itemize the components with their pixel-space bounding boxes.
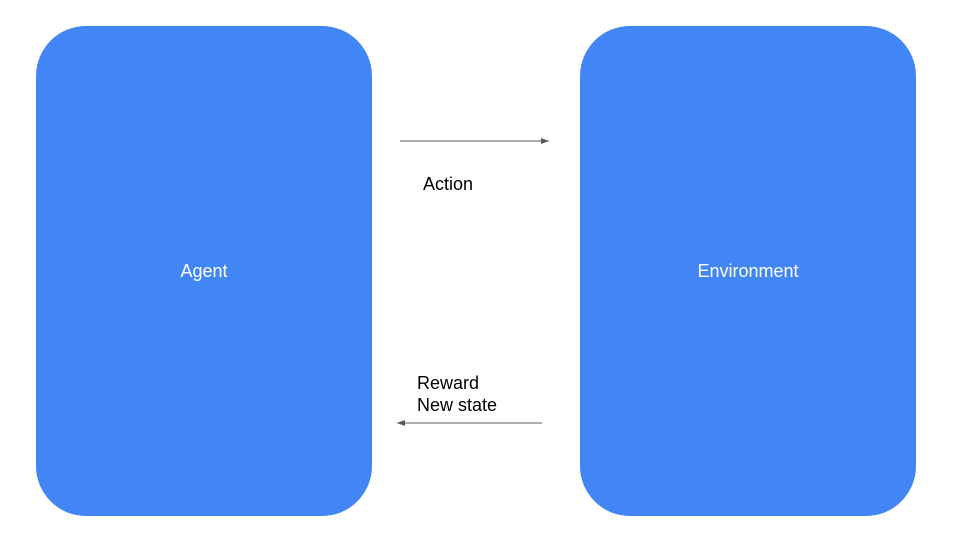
feedback-edge-label: Reward New state <box>417 372 497 416</box>
action-edge-label: Action <box>423 173 473 195</box>
reward-text: Reward <box>417 373 480 393</box>
agent-node: Agent <box>36 26 372 516</box>
action-text: Action <box>423 174 474 194</box>
environment-label: Environment <box>697 260 799 281</box>
agent-label: Agent <box>180 260 228 281</box>
environment-node: Environment <box>580 26 916 516</box>
new-state-text: New state <box>417 395 498 415</box>
